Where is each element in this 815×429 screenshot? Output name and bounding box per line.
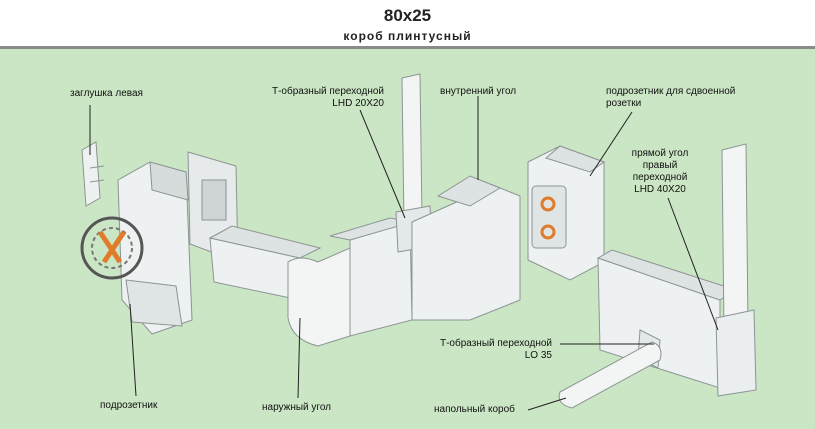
outer-corner (287, 247, 351, 347)
label-socket-box: подрозетник (100, 400, 158, 411)
floor-duct (558, 341, 662, 409)
page-subtitle: короб плинтусный (343, 29, 472, 43)
label-t-adapter-lhd-line1: Т-образный переходной (271, 86, 384, 97)
right-angle-lhd (715, 143, 757, 397)
label-right-angle-line3: переходной (632, 172, 688, 183)
label-right-angle-line2: правый (642, 160, 678, 171)
leader-lines (89, 96, 719, 411)
label-double-socket-line2: розетки (606, 98, 642, 109)
label-t-adapter-lo: Т-образный переходной LO 35 (420, 338, 552, 362)
label-floor-duct: напольный короб (434, 404, 515, 415)
label-t-adapter-lo-line2: LO 35 (524, 350, 552, 361)
inner-corner (411, 175, 521, 321)
label-t-adapter-lo-line1: Т-образный переходной (439, 338, 552, 349)
label-right-angle: прямой угол правый переходной LHD 40X20 (622, 148, 698, 196)
header: 80x25 короб плинтусный (0, 0, 815, 49)
label-double-socket-line1: подрозетник для сдвоенной (606, 86, 736, 97)
socket-box (80, 161, 193, 335)
label-right-angle-line1: прямой угол (631, 148, 689, 159)
label-t-adapter-lhd-line2: LHD 20X20 (332, 98, 384, 109)
page-title: 80x25 (383, 6, 432, 25)
label-t-adapter-lhd: Т-образный переходной LHD 20X20 (250, 86, 384, 110)
label-right-angle-line4: LHD 40X20 (634, 184, 686, 195)
label-outer-corner: наружный угол (262, 402, 332, 413)
end-cap-left (81, 141, 105, 207)
duct-run-left (208, 225, 322, 301)
double-socket-box (527, 145, 606, 281)
label-inner-corner: внутренний угол (440, 86, 517, 97)
label-double-socket: подрозетник для сдвоенной розетки (606, 86, 735, 110)
label-end-cap-left: заглушка левая (70, 88, 143, 99)
